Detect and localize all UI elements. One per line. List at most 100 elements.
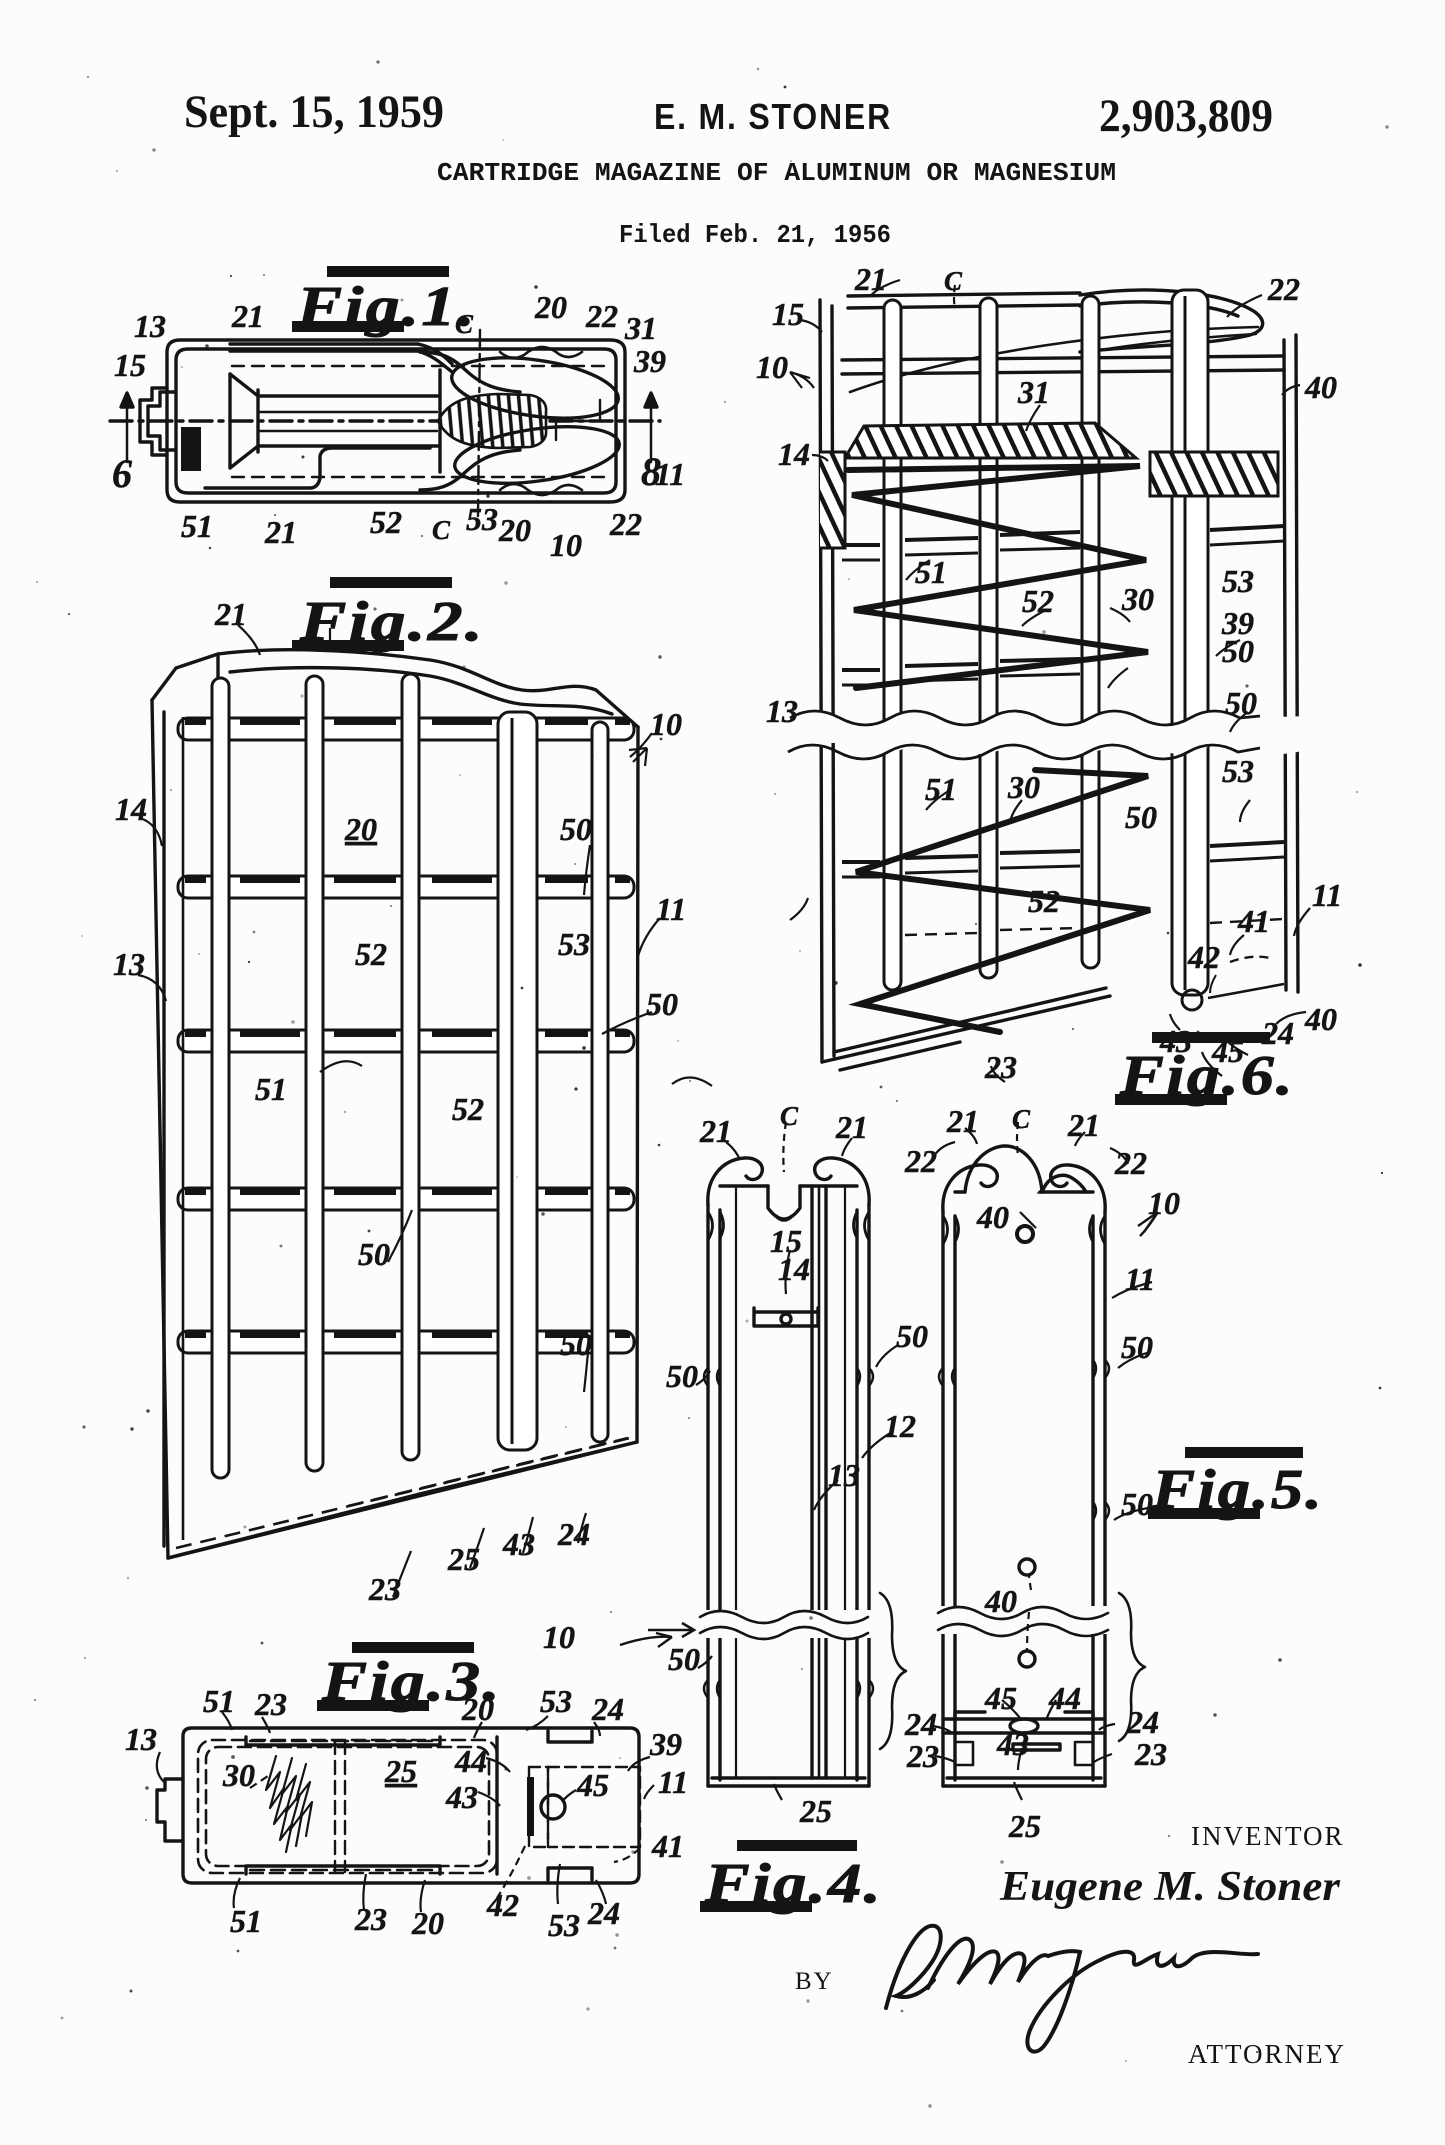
svg-text:43: 43: [996, 1726, 1029, 1762]
svg-text:52: 52: [452, 1091, 484, 1127]
svg-text:2,903,809: 2,903,809: [1099, 90, 1273, 142]
svg-text:21: 21: [1067, 1107, 1100, 1143]
svg-text:24: 24: [557, 1516, 590, 1552]
svg-text:23: 23: [906, 1738, 939, 1774]
svg-text:10: 10: [756, 349, 788, 385]
svg-text:52: 52: [355, 936, 387, 972]
svg-text:50: 50: [560, 811, 592, 847]
svg-text:Fig.3.: Fig.3.: [321, 1651, 502, 1713]
svg-text:30: 30: [222, 1757, 255, 1793]
svg-text:25: 25: [1008, 1808, 1041, 1844]
svg-text:24: 24: [1126, 1704, 1159, 1740]
svg-text:CARTRIDGE MAGAZINE OF ALUMINUM: CARTRIDGE MAGAZINE OF ALUMINUM OR MAGNES…: [437, 158, 1116, 188]
svg-text:24: 24: [591, 1691, 624, 1727]
svg-text:21: 21: [231, 298, 264, 334]
svg-text:21: 21: [699, 1113, 732, 1149]
svg-text:45: 45: [1211, 1033, 1244, 1069]
svg-text:50: 50: [358, 1236, 390, 1272]
svg-text:11: 11: [655, 456, 685, 492]
svg-text:23: 23: [984, 1049, 1017, 1085]
svg-text:39: 39: [633, 343, 666, 379]
svg-text:52: 52: [1022, 583, 1054, 619]
svg-text:C: C: [432, 515, 451, 545]
svg-text:ATTORNEY: ATTORNEY: [1188, 2039, 1346, 2069]
svg-text:15: 15: [770, 1223, 802, 1259]
svg-text:15: 15: [114, 347, 146, 383]
svg-text:39: 39: [649, 1726, 682, 1762]
svg-text:24: 24: [587, 1895, 620, 1931]
svg-text:24: 24: [904, 1706, 937, 1742]
svg-text:10: 10: [1148, 1185, 1180, 1221]
svg-text:51: 51: [915, 554, 947, 590]
svg-text:20: 20: [461, 1691, 494, 1727]
svg-text:20: 20: [534, 289, 567, 325]
svg-text:10: 10: [650, 706, 682, 742]
svg-text:INVENTOR: INVENTOR: [1191, 1821, 1345, 1851]
svg-text:40: 40: [984, 1583, 1017, 1619]
svg-text:11: 11: [1125, 1261, 1155, 1297]
svg-text:24: 24: [1261, 1015, 1294, 1051]
svg-text:21: 21: [264, 514, 297, 550]
svg-text:50: 50: [668, 1641, 700, 1677]
svg-text:40: 40: [1304, 369, 1337, 405]
svg-text:42: 42: [486, 1887, 519, 1923]
svg-text:C: C: [1012, 1104, 1031, 1134]
svg-text:40: 40: [1304, 1001, 1337, 1037]
svg-text:23: 23: [1134, 1736, 1167, 1772]
svg-text:8: 8: [641, 449, 661, 494]
svg-text:22: 22: [1114, 1145, 1147, 1181]
svg-text:10: 10: [543, 1619, 575, 1655]
svg-text:22: 22: [609, 506, 642, 542]
svg-text:25: 25: [799, 1793, 832, 1829]
svg-text:21: 21: [214, 596, 247, 632]
svg-text:51: 51: [230, 1903, 262, 1939]
svg-text:44: 44: [1048, 1680, 1081, 1716]
svg-text:31: 31: [1017, 374, 1050, 410]
svg-text:22: 22: [585, 298, 618, 334]
svg-text:42: 42: [1187, 939, 1220, 975]
svg-text:25: 25: [447, 1541, 480, 1577]
svg-text:53: 53: [558, 926, 590, 962]
svg-text:25: 25: [384, 1753, 417, 1789]
svg-text:13: 13: [766, 693, 798, 729]
svg-text:Fig.4.: Fig.4.: [704, 1853, 883, 1915]
svg-text:11: 11: [658, 1764, 688, 1800]
svg-text:Sept. 15, 1959: Sept. 15, 1959: [184, 86, 444, 138]
svg-text:52: 52: [1028, 883, 1060, 919]
svg-text:51: 51: [203, 1683, 235, 1719]
svg-text:50: 50: [896, 1318, 928, 1354]
svg-text:22: 22: [904, 1143, 937, 1179]
svg-text:41: 41: [651, 1828, 684, 1864]
svg-text:53: 53: [1222, 753, 1254, 789]
svg-text:Filed Feb. 21, 1956: Filed Feb. 21, 1956: [619, 220, 891, 250]
svg-text:Fig.5.: Fig.5.: [1151, 1459, 1324, 1521]
svg-text:Fig.2.: Fig.2.: [299, 591, 485, 653]
svg-text:43: 43: [1159, 1023, 1192, 1059]
svg-text:50: 50: [646, 986, 678, 1022]
svg-text:45: 45: [984, 1680, 1017, 1716]
svg-text:50: 50: [1125, 799, 1157, 835]
svg-text:41: 41: [1237, 903, 1270, 939]
svg-text:E. M. STONER: E. M. STONER: [654, 96, 892, 137]
svg-text:53: 53: [466, 501, 498, 537]
svg-text:20: 20: [344, 811, 377, 847]
svg-text:14: 14: [778, 436, 810, 472]
svg-text:51: 51: [181, 508, 213, 544]
svg-text:C: C: [944, 266, 963, 296]
svg-text:53: 53: [540, 1683, 572, 1719]
svg-text:50: 50: [1121, 1486, 1153, 1522]
svg-text:50: 50: [1225, 685, 1257, 721]
svg-text:40: 40: [976, 1199, 1009, 1235]
svg-text:50: 50: [560, 1326, 592, 1362]
svg-text:30: 30: [1121, 581, 1154, 617]
svg-text:12: 12: [884, 1408, 916, 1444]
svg-text:51: 51: [925, 771, 957, 807]
svg-text:43: 43: [502, 1526, 535, 1562]
svg-text:Fig.6.: Fig.6.: [1119, 1045, 1295, 1107]
svg-text:21: 21: [854, 261, 887, 297]
svg-text:50: 50: [1121, 1329, 1153, 1365]
svg-text:52: 52: [370, 504, 402, 540]
svg-text:14: 14: [115, 791, 147, 827]
svg-text:13: 13: [828, 1457, 860, 1493]
svg-text:44: 44: [454, 1743, 487, 1779]
